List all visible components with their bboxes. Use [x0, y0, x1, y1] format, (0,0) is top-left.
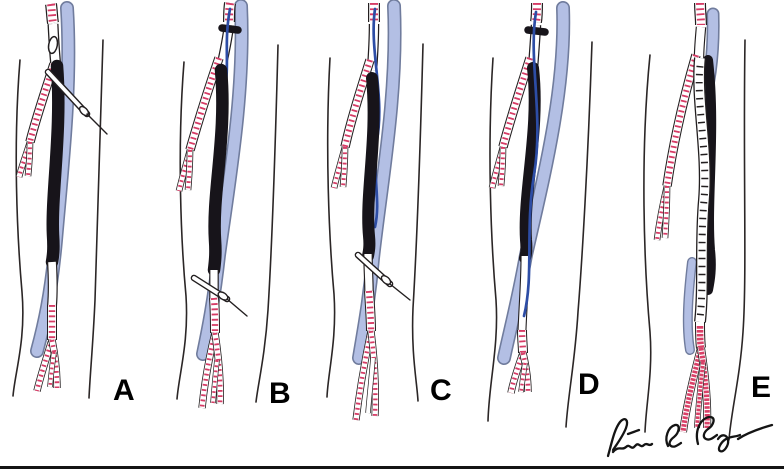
distal-vessel	[517, 255, 530, 331]
figure-bottom-rule	[0, 466, 784, 469]
clamp-icon	[524, 26, 549, 36]
panel-label-a: A	[113, 374, 135, 407]
guidewire	[522, 10, 539, 318]
profunda-branch	[15, 62, 59, 178]
popliteal-bifurcation	[679, 321, 712, 433]
saphenous-vein	[352, 0, 402, 365]
artist-signature	[606, 415, 774, 458]
panel-label-b: B	[269, 377, 291, 410]
distal-vessel	[363, 253, 374, 293]
occluded-artery	[703, 55, 717, 295]
leg-outline	[326, 43, 424, 402]
occluded-artery	[207, 63, 229, 277]
panel-b: B	[157, 0, 314, 460]
arteriotomy-loop-icon	[47, 35, 59, 55]
panel-e: E	[620, 0, 784, 460]
saphenous-vein	[196, 0, 249, 361]
panel-label-d: D	[578, 368, 600, 401]
femoral-artery	[693, 2, 707, 60]
leg-outline	[12, 39, 104, 399]
panel-label-c: C	[430, 374, 452, 407]
surgical-instrument-icon	[354, 251, 411, 301]
profunda-branch	[653, 53, 701, 241]
ringed-graft	[693, 57, 711, 323]
popliteal-bifurcation	[198, 297, 224, 409]
panel-a: A	[0, 0, 157, 460]
popliteal-bifurcation	[507, 329, 532, 394]
popliteal-bifurcation	[352, 290, 379, 421]
surgical-instrument-icon	[190, 274, 248, 317]
popliteal-bifurcation	[33, 304, 61, 392]
surgical-instrument-icon	[44, 68, 108, 135]
distal-vessel	[47, 261, 58, 307]
leg-outline	[487, 41, 593, 428]
occluded-artery	[45, 59, 65, 269]
clamp-icon	[218, 24, 242, 34]
panel-d: D	[468, 0, 620, 460]
leg-outline	[643, 39, 746, 441]
leg-outline	[176, 44, 279, 403]
profunda-branch	[330, 58, 375, 189]
panel-c: C	[314, 0, 468, 460]
profunda-branch	[488, 56, 535, 189]
occluded-artery	[519, 62, 541, 264]
occluded-artery	[362, 72, 380, 262]
panel-label-e: E	[751, 371, 771, 404]
